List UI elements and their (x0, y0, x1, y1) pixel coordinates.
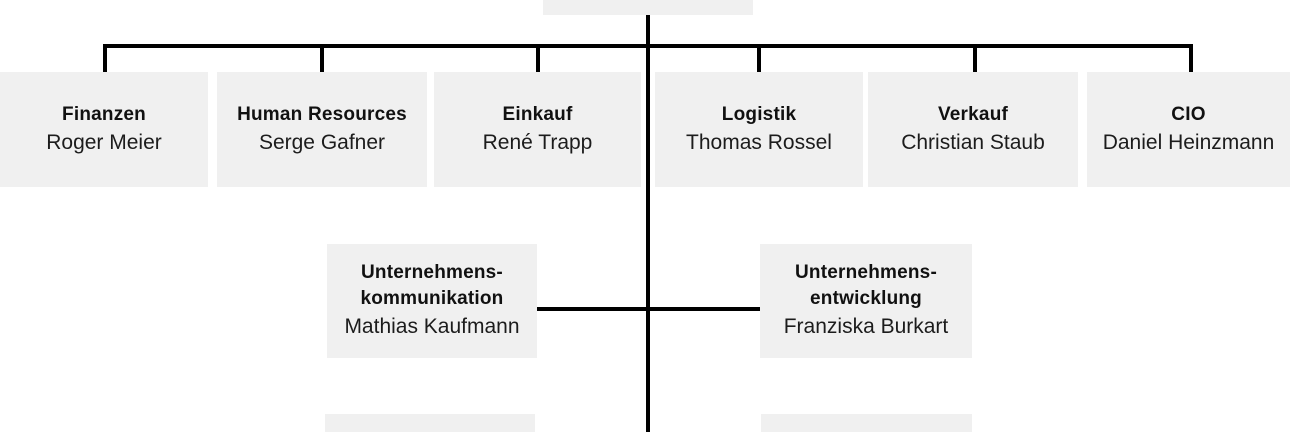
staff-title-line1: Unternehmens- (795, 262, 937, 283)
department-title: Logistik (721, 104, 797, 125)
staff-box-unternehmenskommunikation: Unternehmens- kommunikation Mathias Kauf… (327, 244, 537, 358)
staff-title-line2: entwicklung (810, 288, 922, 309)
stub-connector-verkauf (973, 44, 977, 72)
department-head-name: Serge Gafner (258, 131, 386, 154)
staff-box-unternehmensentwicklung: Unternehmens- entwicklung Franziska Burk… (760, 244, 972, 358)
department-head-name: René Trapp (482, 131, 593, 154)
department-box-einkauf: Einkauf René Trapp (434, 72, 641, 187)
staff-units-connector-line (537, 307, 760, 311)
staff-title-line1: Unternehmens- (361, 262, 503, 283)
department-head-name: Thomas Rossel (686, 131, 832, 154)
department-head-name: Roger Meier (46, 131, 162, 154)
staff-title: Unternehmens- entwicklung (795, 260, 937, 312)
stub-connector-cio (1189, 44, 1193, 72)
department-box-finanzen: Finanzen Roger Meier (0, 72, 208, 187)
department-box-verkauf: Verkauf Christian Staub (868, 72, 1078, 187)
department-head-name: Daniel Heinzmann (1102, 131, 1275, 154)
stub-connector-human-resources (320, 44, 324, 72)
stub-connector-einkauf (536, 44, 540, 72)
department-box-logistik: Logistik Thomas Rossel (655, 72, 863, 187)
staff-head-name: Franziska Burkart (783, 315, 949, 338)
trunk-connector-line (646, 15, 650, 432)
bottom-box-partial-left (325, 414, 535, 432)
department-title: Human Resources (237, 104, 407, 125)
root-box-partial (543, 0, 753, 15)
department-box-human-resources: Human Resources Serge Gafner (217, 72, 427, 187)
horizontal-connector-line (103, 44, 1193, 48)
staff-head-name: Mathias Kaufmann (344, 315, 520, 338)
stub-connector-finanzen (103, 44, 107, 72)
department-title: Verkauf (937, 104, 1009, 125)
staff-title: Unternehmens- kommunikation (360, 260, 503, 312)
department-title: CIO (1171, 104, 1206, 125)
department-title: Einkauf (502, 104, 573, 125)
stub-connector-logistik (757, 44, 761, 72)
department-box-cio: CIO Daniel Heinzmann (1087, 72, 1290, 187)
department-head-name: Christian Staub (901, 131, 1045, 154)
bottom-box-partial-right (761, 414, 972, 432)
staff-title-line2: kommunikation (360, 288, 504, 309)
department-title: Finanzen (62, 104, 146, 125)
